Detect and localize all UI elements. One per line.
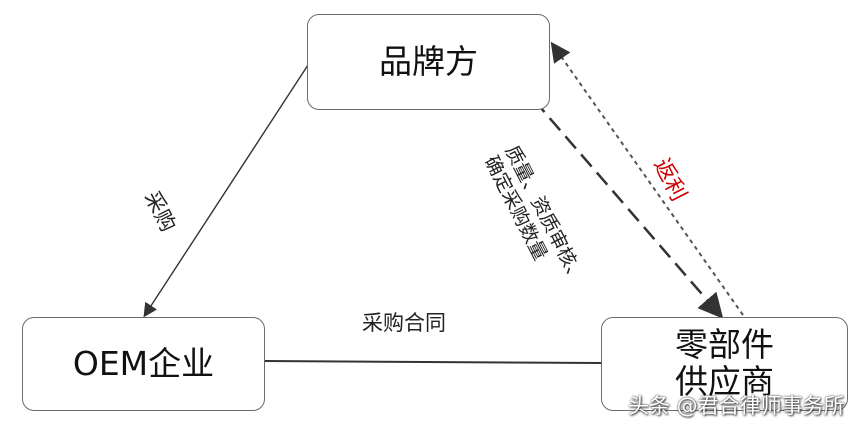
parts-supplier-label-line2: 供应商 <box>675 362 774 401</box>
parts-supplier-node: 零部件 供应商 <box>601 317 848 411</box>
brand-to-oem-arrow <box>143 64 309 318</box>
parts-supplier-label-line1: 零部件 <box>675 325 774 365</box>
brand-owner-node: 品牌方 <box>307 14 550 110</box>
watermark-text: 头条 @君合律师事务所 <box>628 394 845 418</box>
oem-company-label: OEM企业 <box>72 343 215 383</box>
oem-supplier-line <box>264 360 602 364</box>
supplier-to-brand-arrow <box>550 41 744 316</box>
oem-company-node: OEM企业 <box>22 317 265 411</box>
purchase-contract-edge-label: 采购合同 <box>362 311 446 335</box>
brand-owner-label: 品牌方 <box>379 41 478 81</box>
